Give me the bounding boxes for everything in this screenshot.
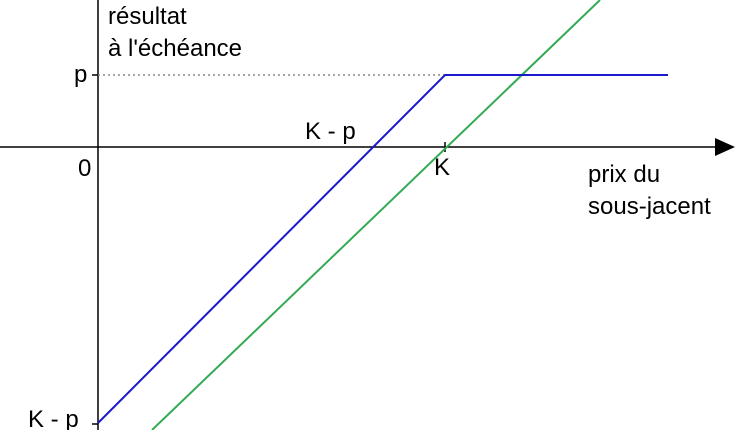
y-axis-label-line1: résultat [108,3,187,30]
strike-label: K [434,154,450,181]
capped-payoff-line [97,74,668,424]
y-intercept-label: K - p [28,406,79,430]
x-axis-label-line1: prix du [588,161,660,188]
underlying-payoff-line [151,0,601,430]
y-axis-label-line2: à l'échéance [108,35,242,62]
x-axis-label-line2: sous-jacent [588,193,711,220]
p-label: p [74,61,87,88]
x-intercept-label: K - p [305,118,356,145]
origin-label: 0 [78,155,91,182]
x-axis-arrowhead [715,138,735,156]
